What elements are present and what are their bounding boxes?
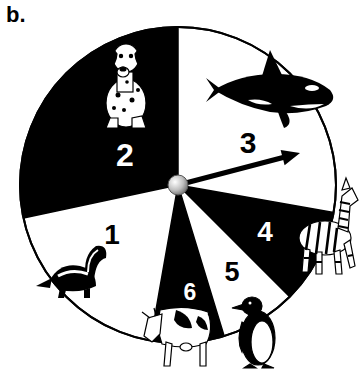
orca-whale <box>206 50 333 128</box>
dalmatian-dog-part <box>129 54 132 57</box>
dalmatian-dog-part <box>136 88 140 92</box>
dalmatian-dog <box>106 44 146 128</box>
dalmatian-dog-part <box>125 80 129 84</box>
cow-part <box>196 316 208 330</box>
orca-whale-part <box>290 104 324 109</box>
skunk <box>36 246 106 298</box>
dalmatian-dog-part <box>120 67 126 71</box>
spinner-arrow-part <box>281 150 300 165</box>
spinner-arrow-part <box>178 158 283 186</box>
skunk-part <box>36 278 52 288</box>
zebra-part <box>296 232 301 256</box>
sector-number: 6 <box>184 281 197 304</box>
cow-part <box>164 342 172 366</box>
penguin-part <box>241 311 275 365</box>
skunk-part <box>85 246 106 280</box>
penguin <box>232 297 275 368</box>
cow-part <box>142 308 156 318</box>
penguin-part <box>244 364 274 368</box>
cow <box>142 307 214 366</box>
panel-letter: b. <box>6 4 26 26</box>
zebra-part <box>304 255 353 262</box>
skunk-part <box>58 271 88 276</box>
orca-whale-part <box>305 85 319 91</box>
zebra-part <box>338 202 350 228</box>
zebra-part <box>302 248 310 272</box>
cow-part <box>180 343 192 351</box>
spinner-wheel-part <box>20 27 178 218</box>
cow-part <box>200 342 206 366</box>
dalmatian-dog-part <box>109 50 117 68</box>
orca-whale-part <box>214 74 333 113</box>
zebra-part <box>344 240 355 268</box>
dalmatian-dog-part <box>122 108 126 112</box>
spinner-wheel-part <box>20 27 336 343</box>
spinner-wheel-part <box>20 27 336 343</box>
dalmatian-dog-part <box>116 93 121 98</box>
penguin-part <box>251 321 273 363</box>
orca-whale-part <box>278 112 290 128</box>
dalmatian-dog-part <box>130 98 135 103</box>
spinner-arrow-part <box>168 175 188 195</box>
orca-whale-part <box>262 50 282 76</box>
skunk-part <box>58 288 90 298</box>
skunk-part <box>88 250 98 272</box>
dalmatian-dog-part <box>106 118 118 128</box>
dalmatian-dog-part <box>112 106 116 110</box>
spinner-wheel <box>20 27 336 343</box>
penguin-part <box>242 297 262 315</box>
zebra-part <box>306 222 337 254</box>
penguin-part <box>232 304 244 310</box>
sector-number: 3 <box>240 128 257 158</box>
sector-number: 1 <box>104 221 120 249</box>
zebra-part <box>342 178 350 190</box>
orca-whale-part <box>248 100 272 105</box>
zebra <box>296 178 359 274</box>
cow-part <box>158 307 210 347</box>
dalmatian-dog-part <box>135 50 143 68</box>
penguin-part <box>239 322 246 352</box>
cow-part <box>208 314 214 334</box>
cow-part <box>174 310 192 328</box>
spinner-wheel-part <box>24 27 334 341</box>
sector-number: 2 <box>116 139 134 171</box>
penguin-part <box>249 302 252 305</box>
spinner-arrow <box>168 150 300 195</box>
dalmatian-dog-part <box>119 54 122 57</box>
sector-number: 4 <box>257 218 273 246</box>
dalmatian-dog-part <box>117 67 129 77</box>
sector-number: 5 <box>224 259 239 286</box>
dalmatian-dog-part <box>132 116 146 128</box>
cow-part <box>144 314 162 342</box>
zebra-part <box>338 188 358 232</box>
